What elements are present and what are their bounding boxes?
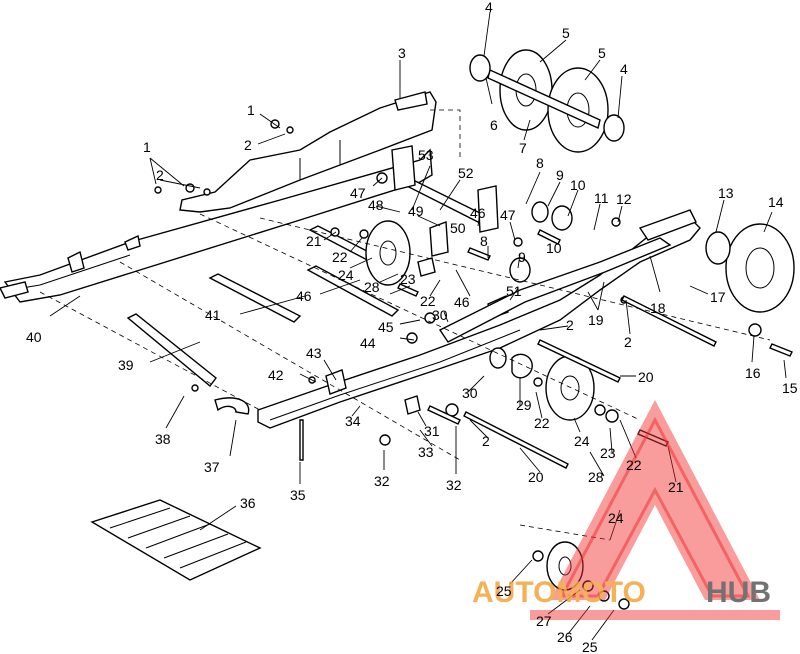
callout-label: 16 (745, 365, 761, 381)
callout-label: 5 (598, 45, 606, 61)
callout-label: 22 (534, 415, 550, 431)
callout-label: 47 (350, 185, 366, 201)
callout-label: 17 (710, 289, 726, 305)
callout-label: 6 (490, 117, 498, 133)
callout-label: 46 (454, 294, 470, 310)
callout-label: 26 (557, 629, 573, 645)
callout-label: 37 (204, 459, 220, 475)
callout-label: 4 (620, 61, 628, 77)
watermark-text-dark: HUB (706, 576, 771, 609)
callout-label: 52 (458, 165, 474, 181)
callout-label: 15 (782, 380, 798, 396)
callout-label: 1 (143, 139, 151, 155)
callout-label: 28 (588, 469, 604, 485)
callout-label: 22 (626, 457, 642, 473)
callout-label: 21 (668, 479, 684, 495)
callout-label: 48 (368, 197, 384, 213)
dashed-lines (39, 109, 771, 541)
callout-label: 1 (247, 102, 255, 118)
wheels (365, 49, 795, 591)
callout-label: 44 (360, 335, 376, 351)
callout-label: 22 (420, 293, 436, 309)
callout-label: 30 (432, 307, 448, 323)
callout-label: 2 (566, 317, 574, 333)
callout-label: 50 (450, 220, 466, 236)
callout-label: 27 (536, 613, 552, 629)
callout-label: 24 (608, 510, 624, 526)
watermark-triangle-icon (530, 400, 780, 620)
callout-label: 9 (556, 167, 564, 183)
callout-label: 21 (306, 233, 322, 249)
callout-label: 28 (364, 279, 380, 295)
callout-label: 7 (519, 140, 527, 156)
callout-label: 9 (518, 249, 526, 265)
callout-label: 30 (462, 385, 478, 401)
callout-label: 46 (470, 205, 486, 221)
callout-label: 38 (155, 431, 171, 447)
callout-label: 46 (296, 288, 312, 304)
callout-label: 11 (594, 190, 609, 206)
callout-label: 34 (345, 413, 361, 429)
outer-rail (0, 148, 433, 303)
callout-label: 20 (528, 469, 544, 485)
callout-label: 29 (516, 397, 532, 413)
callout-label: 43 (306, 345, 322, 361)
inner-rail (438, 237, 672, 343)
callout-label: 42 (268, 367, 284, 383)
callout-label: 24 (338, 267, 354, 283)
brackets (391, 145, 499, 257)
callout-label: 14 (768, 194, 784, 210)
callout-label: 36 (240, 495, 256, 511)
callout-label: 32 (446, 477, 462, 493)
callout-label: 4 (485, 0, 493, 15)
callout-label: 23 (600, 445, 616, 461)
callout-label: 32 (374, 473, 390, 489)
callout-label: 10 (546, 240, 562, 256)
callout-label: 47 (500, 207, 516, 223)
upper-rail (179, 91, 437, 213)
callout-label: 8 (480, 233, 488, 249)
callout-label: 51 (506, 283, 522, 299)
callout-label: 41 (205, 307, 221, 323)
skid-plate (90, 499, 262, 581)
callout-label: 18 (650, 300, 666, 316)
callout-label: 23 (400, 271, 416, 287)
watermark: AUTOMOTO HUB (472, 400, 780, 620)
callout-label: 35 (290, 487, 306, 503)
callout-label: 45 (378, 319, 394, 335)
callout-label: 40 (26, 329, 42, 345)
callout-label: 2 (624, 334, 632, 350)
callout-label: 33 (418, 444, 434, 460)
callout-label: 49 (408, 203, 424, 219)
callout-label: 2 (482, 433, 490, 449)
callout-label: 12 (616, 191, 632, 207)
callout-label: 22 (332, 249, 348, 265)
leader-lines (49, 11, 787, 641)
callout-label: 20 (638, 369, 654, 385)
callout-label: 2 (244, 137, 252, 153)
callout-label: 8 (536, 155, 544, 171)
callout-label: 31 (424, 423, 440, 439)
callout-label: 2 (156, 167, 164, 183)
callout-label: 39 (118, 357, 134, 373)
callout-label: 25 (496, 583, 512, 599)
callout-label: 3 (398, 45, 406, 61)
callout-label: 24 (574, 433, 590, 449)
callout-label: 53 (418, 147, 434, 163)
callout-labels: 1 2 3 4 5 5 4 6 7 1 2 53 52 8 9 10 11 12… (26, 0, 798, 654)
watermark-text-accent: AUTOMOTO (472, 576, 646, 609)
callout-label: 10 (570, 177, 586, 193)
callout-label: 13 (718, 185, 734, 201)
callout-label: 25 (582, 639, 598, 654)
callout-label: 5 (562, 25, 570, 41)
callout-label: 19 (588, 312, 604, 328)
